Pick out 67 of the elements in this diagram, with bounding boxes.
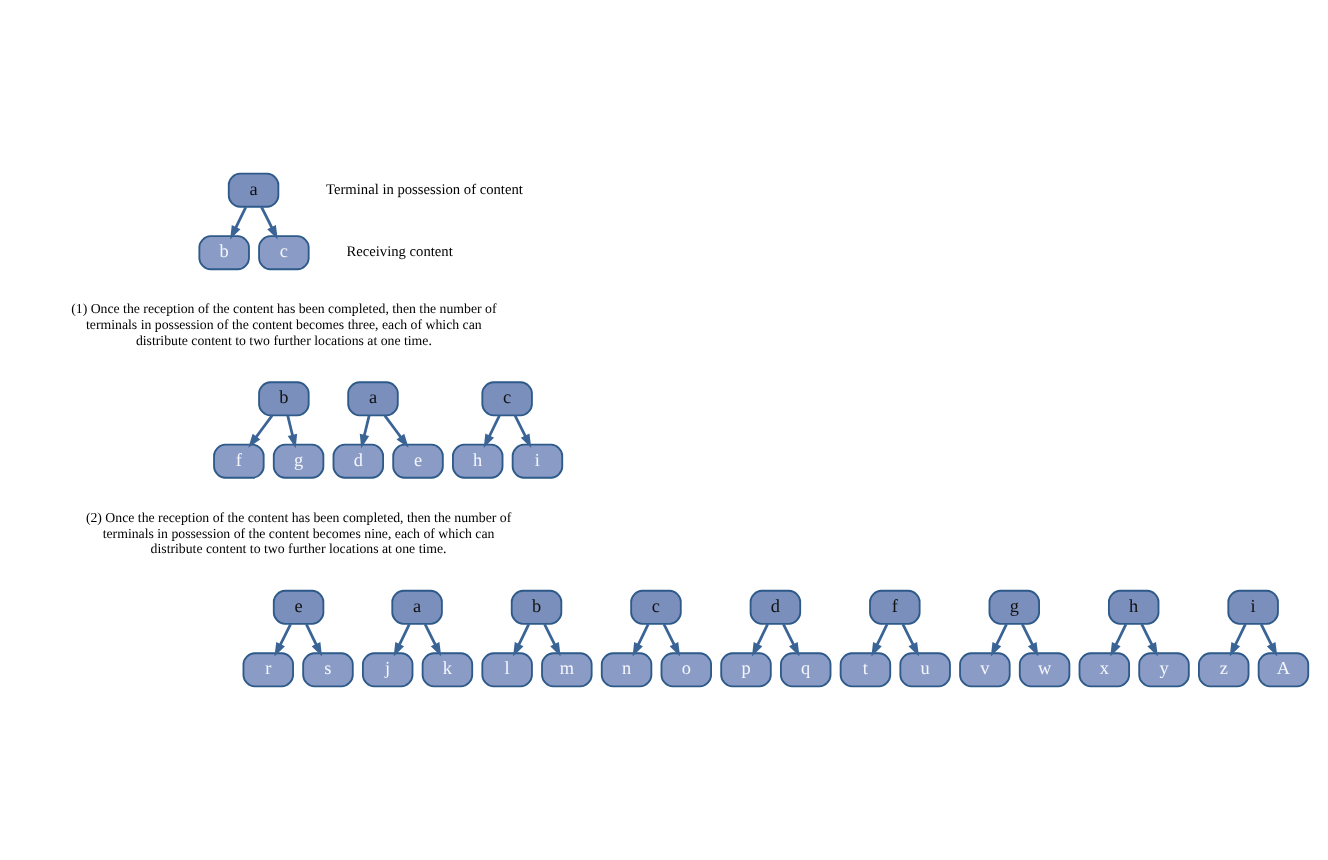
arrow xyxy=(230,206,248,240)
arrow xyxy=(1259,623,1278,657)
arrow xyxy=(901,623,919,657)
node-box: d xyxy=(332,443,385,479)
node-box: i xyxy=(511,443,564,479)
node-box: b xyxy=(198,235,250,271)
arrow xyxy=(1110,623,1128,657)
arrow xyxy=(286,415,298,449)
node-box: c xyxy=(481,381,533,417)
arrow xyxy=(248,414,274,448)
arrow xyxy=(1140,623,1158,657)
node-box: u xyxy=(899,652,951,688)
arrow xyxy=(359,415,371,449)
node-box: j xyxy=(361,652,414,688)
node-box: q xyxy=(780,652,832,688)
arrow xyxy=(1229,623,1247,657)
node-box: e xyxy=(392,443,444,479)
node-box: o xyxy=(660,652,712,688)
node-box: w xyxy=(1018,652,1071,688)
node-box: s xyxy=(302,652,354,688)
node-box: p xyxy=(720,652,772,688)
node-box: x xyxy=(1078,652,1131,688)
arrow xyxy=(782,623,800,657)
node-box: c xyxy=(258,235,310,271)
node-box: h xyxy=(452,443,504,479)
node-box: d xyxy=(749,589,802,625)
node-box: A xyxy=(1257,652,1310,688)
arrow xyxy=(393,623,411,657)
node-box: m xyxy=(541,652,593,688)
node-box: g xyxy=(272,443,325,479)
node-box: h xyxy=(1107,589,1160,625)
node-box: z xyxy=(1198,652,1250,688)
node-box: a xyxy=(347,381,399,417)
arrow xyxy=(543,623,561,657)
arrow xyxy=(513,623,531,657)
node-box: k xyxy=(421,652,474,688)
node-box: a xyxy=(391,589,443,625)
arrow xyxy=(274,623,292,657)
arrow xyxy=(305,623,323,657)
node-box: b xyxy=(258,381,310,417)
arrow xyxy=(871,623,889,657)
arrow xyxy=(383,414,409,448)
arrow xyxy=(260,206,278,240)
arrow xyxy=(483,415,501,449)
node-box: a xyxy=(227,172,280,208)
node-box: y xyxy=(1138,652,1190,688)
node-box: t xyxy=(839,652,892,688)
node-box: g xyxy=(988,589,1040,625)
node-box: f xyxy=(869,589,921,625)
arrow xyxy=(423,623,442,657)
node-box: i xyxy=(1227,589,1279,625)
arrow xyxy=(1021,623,1039,657)
node-box: f xyxy=(213,443,265,479)
arrow xyxy=(990,623,1008,657)
arrow xyxy=(513,415,532,449)
arrow xyxy=(632,623,650,657)
node-label: Terminal in possession of content xyxy=(326,179,523,198)
node-box: e xyxy=(272,589,325,625)
node-box: c xyxy=(630,589,682,625)
node-box: v xyxy=(959,652,1011,688)
arrow xyxy=(751,623,769,657)
node-box: r xyxy=(242,652,294,688)
node-box: b xyxy=(510,589,563,625)
node-box: l xyxy=(481,652,533,688)
node-box: n xyxy=(600,652,653,688)
arrow xyxy=(662,623,681,657)
node-label: Receiving content xyxy=(346,242,453,261)
